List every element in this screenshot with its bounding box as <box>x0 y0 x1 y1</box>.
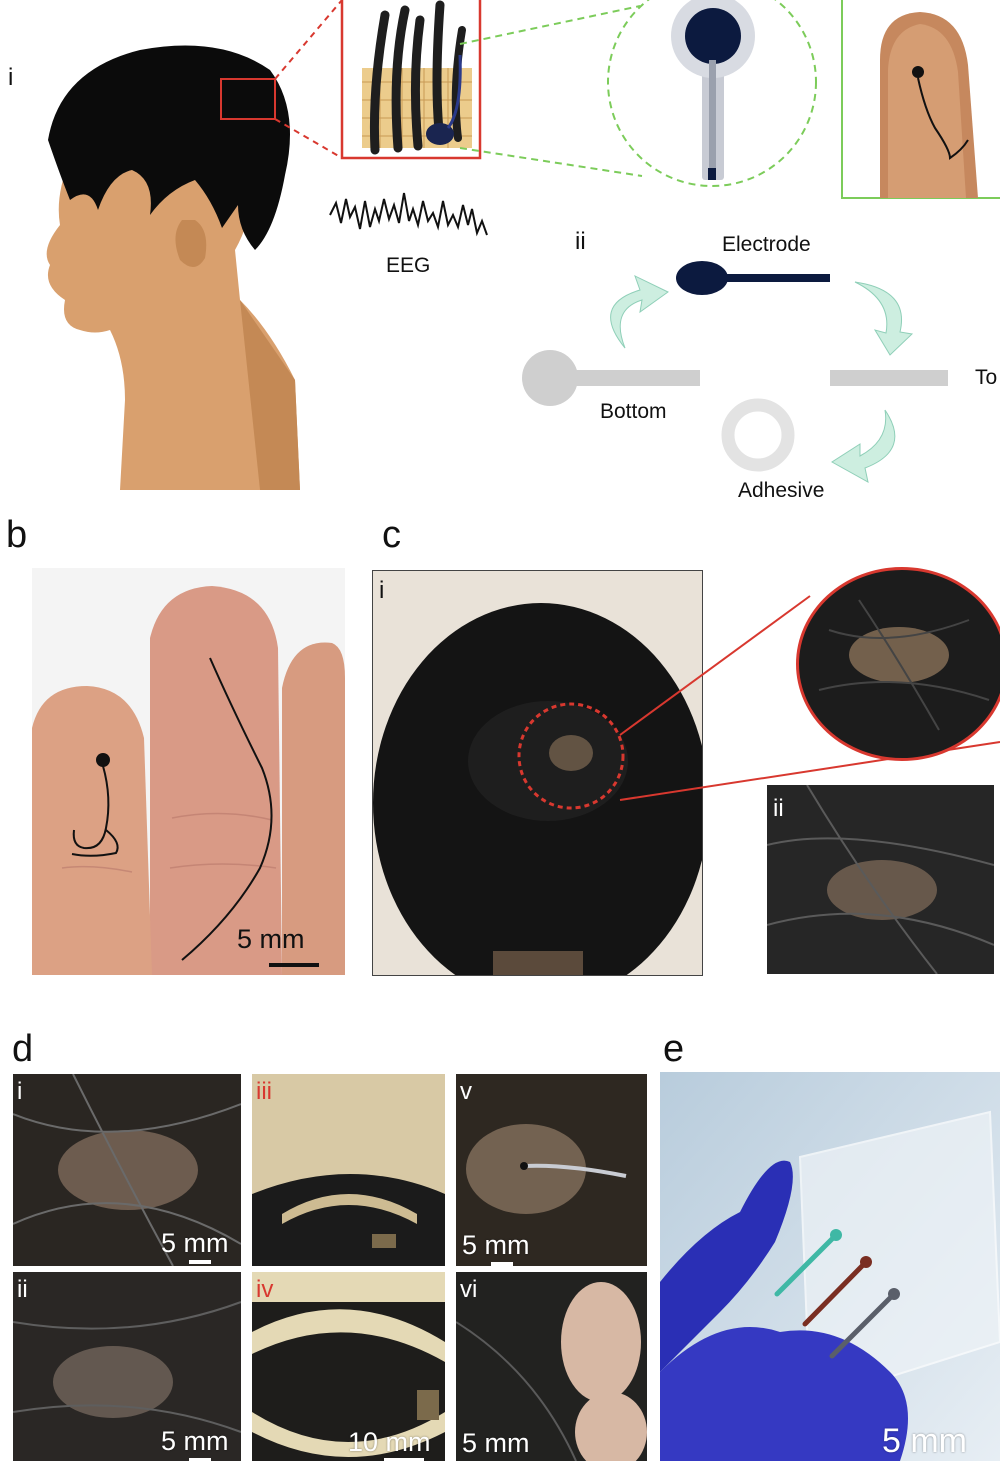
scalp-highlight-box <box>220 78 276 120</box>
panel-d-tile-vi-scale: 5 mm <box>462 1428 530 1458</box>
fingers-photo: 5 mm <box>32 568 345 975</box>
panel-letter-c: c <box>382 514 401 556</box>
panel-d-tile-ii-numeral: ii <box>17 1276 28 1303</box>
panel-e-scale-label: 5 mm <box>882 1422 967 1460</box>
head-top-photo: i <box>372 570 703 976</box>
panel-c-sub-i: i <box>379 577 385 604</box>
panel-a-sub-i: i <box>8 64 14 91</box>
head-profile-drawing <box>46 45 301 490</box>
panel-d-tile-ii: ii 5 mm <box>13 1272 241 1461</box>
finger-photo-inset <box>841 0 1000 199</box>
scalp-photo-ii: ii <box>767 785 994 974</box>
panel-d-tile-vi: vi 5 mm <box>456 1272 647 1461</box>
eeg-label: EEG <box>386 254 431 277</box>
panel-d-tile-iv-scale: 10 mm <box>348 1427 431 1457</box>
electrode-layer-label: Electrode <box>722 233 811 256</box>
eeg-waveform <box>329 192 488 237</box>
panel-d-tile-iii: iii <box>252 1074 445 1266</box>
panel-d-tile-iv-numeral: iv <box>256 1276 274 1303</box>
scalp-zoom-circle <box>796 567 1000 761</box>
panel-letter-b: b <box>6 514 28 556</box>
panel-b-scale-bar <box>269 963 319 967</box>
panel-d-tile-v-scale-bar <box>491 1262 513 1266</box>
panel-b-scale-label: 5 mm <box>237 924 305 954</box>
glove-slide-photo: 5 mm <box>660 1072 1000 1461</box>
panel-letter-d: d <box>12 1028 34 1070</box>
panel-d-tile-ii-scale: 5 mm <box>161 1426 229 1456</box>
electrode-zoom-circle <box>607 0 817 187</box>
panel-d-tile-iv: iv 10 mm <box>252 1272 445 1461</box>
panel-d-tile-i: i 5 mm <box>13 1074 241 1266</box>
layer-diagram <box>522 261 948 483</box>
panel-d-tile-iii-numeral: iii <box>256 1078 272 1105</box>
panel-letter-e: e <box>663 1028 685 1070</box>
bottom-layer-label: Bottom <box>600 400 667 423</box>
panel-d-tile-vi-numeral: vi <box>460 1276 478 1303</box>
top-layer-label: To <box>975 366 998 389</box>
panel-d-tile-v-scale: 5 mm <box>462 1230 530 1260</box>
panel-a-illustration <box>46 0 1000 490</box>
panel-d-tile-v: v 5 mm <box>456 1074 647 1266</box>
panel-a-sub-ii: ii <box>575 228 586 255</box>
panel-d-tile-i-scale-bar <box>189 1260 211 1264</box>
panel-d-tile-i-scale: 5 mm <box>161 1228 229 1258</box>
scalp-zoom-box <box>340 0 482 160</box>
panel-d-tile-iv-scale-bar <box>384 1458 424 1461</box>
panel-c-sub-ii: ii <box>773 795 784 822</box>
adhesive-layer-label: Adhesive <box>738 479 825 502</box>
panel-d-tile-v-numeral: v <box>460 1078 472 1105</box>
panel-d-tile-ii-scale-bar <box>189 1458 211 1461</box>
panel-d-tile-i-numeral: i <box>17 1078 23 1105</box>
